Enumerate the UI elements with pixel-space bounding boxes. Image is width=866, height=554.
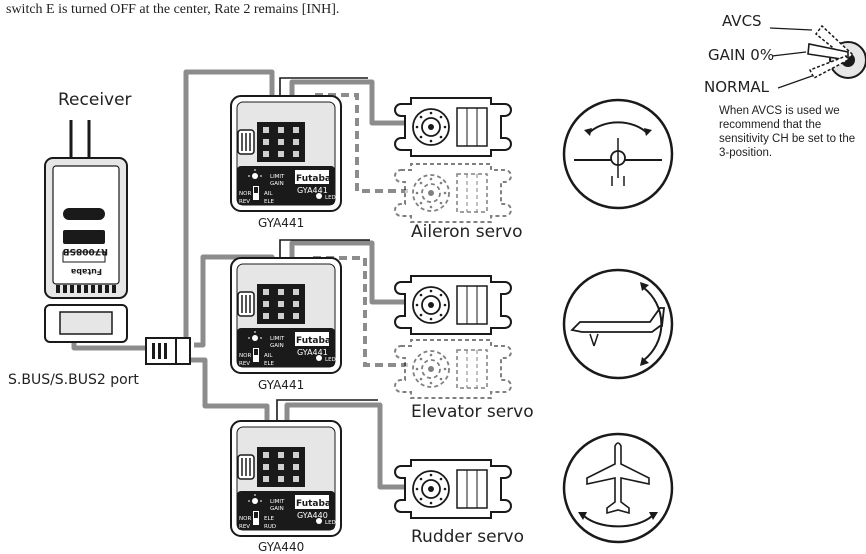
rudder-servo: [394, 459, 512, 519]
gain-label: GAIN 0%: [708, 46, 775, 64]
gyro3-brand: Futaba: [296, 499, 331, 509]
gyro2-sw-top: AIL: [264, 353, 273, 359]
gyro2-led: LED: [325, 357, 336, 363]
gyro3-led: LED: [325, 520, 336, 526]
gyro2-model: GYA441: [297, 348, 328, 357]
gyro1-sw-bottom: ELE: [264, 199, 275, 205]
rudder-servo-label: Rudder servo: [411, 527, 525, 547]
elevator-servo-label: Elevator servo: [411, 402, 534, 422]
gyro1-brand: Futaba: [296, 174, 331, 184]
gyro1-gain: GAIN: [270, 181, 284, 187]
aileron-servo-alt: [394, 163, 512, 223]
gyro1-rev: REV: [239, 199, 250, 205]
roll-axis-icon: [562, 98, 674, 210]
gyro3-sw-top: ELE: [264, 516, 275, 522]
gyro1-sw-top: AIL: [264, 191, 273, 197]
aileron-servo-label: Aileron servo: [411, 222, 523, 242]
gyro1-model: GYA441: [297, 186, 328, 195]
gyro1-led: LED: [325, 195, 336, 201]
gyro3-caption: GYA440: [258, 540, 305, 554]
elevator-servo-alt: [394, 339, 512, 399]
gyro1-limit: LIMIT: [270, 174, 285, 180]
receiver-label: Receiver: [58, 90, 132, 110]
aileron-servo: [394, 97, 512, 157]
yaw-axis-icon: [562, 432, 674, 544]
gyro3-model: GYA440: [297, 511, 328, 520]
gyro2-gain: GAIN: [270, 343, 284, 349]
gyro3-rev: REV: [239, 524, 250, 530]
pitch-axis-icon: [562, 268, 674, 380]
gyro1-caption: GYA441: [258, 216, 305, 230]
gyro3-limit: LIMIT: [270, 499, 285, 505]
sbus-hub: [145, 337, 191, 365]
elevator-servo: [394, 275, 512, 335]
switch-diagram: [769, 24, 866, 89]
avcs-label: AVCS: [722, 12, 762, 30]
gyro3-nor: NOR: [239, 516, 251, 522]
gyro2-brand: Futaba: [296, 336, 331, 346]
receiver-brand: Futaba: [71, 267, 102, 276]
intro-text: switch E is turned OFF at the center, Ra…: [6, 2, 340, 17]
gyro2-sw-bottom: ELE: [264, 361, 275, 367]
avcs-note: When AVCS is used we recommend that the …: [719, 105, 856, 159]
normal-label: NORMAL: [704, 78, 770, 96]
gyro3-sw-bottom: RUD: [264, 524, 276, 530]
gyro2-nor: NOR: [239, 353, 251, 359]
receiver: [44, 120, 128, 343]
gyro1-nor: NOR: [239, 191, 251, 197]
gyro3-gain: GAIN: [270, 506, 284, 512]
sbus-port-label: S.BUS/S.BUS2 port: [8, 372, 139, 388]
gyro2-rev: REV: [239, 361, 250, 367]
gyro2-limit: LIMIT: [270, 336, 285, 342]
gyro2-caption: GYA441: [258, 378, 305, 392]
receiver-model: R7008SB: [63, 246, 108, 256]
